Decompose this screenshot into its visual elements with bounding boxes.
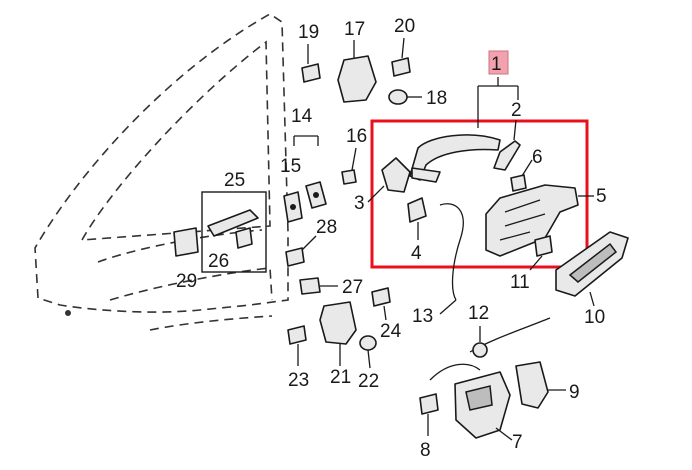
part-13-cable — [439, 203, 464, 301]
callout-28: 28 — [316, 217, 337, 238]
part-25-detail-box — [201, 191, 267, 273]
part-11-bolt — [534, 235, 553, 257]
callout-6: 6 — [532, 147, 543, 168]
part-5-handle-carrier — [485, 184, 579, 257]
callout-23: 23 — [288, 370, 309, 391]
part-8-bolt — [419, 393, 439, 415]
part-29-bracket — [173, 227, 199, 257]
part-1-outer-handle — [409, 134, 501, 181]
callout-25: 25 — [224, 170, 245, 191]
callout-1-badge — [488, 50, 509, 75]
callout-15: 15 — [280, 156, 301, 177]
callout-18: 18 — [426, 88, 447, 109]
part-4-lock-plate — [407, 197, 427, 223]
callout-29: 29 — [176, 271, 197, 292]
part-26-check-plate — [235, 227, 253, 249]
door-outline — [34, 13, 289, 331]
part-25-door-check — [207, 209, 259, 237]
callout-2: 2 — [511, 100, 522, 121]
callout-11: 11 — [510, 272, 530, 293]
callout-21: 21 — [330, 367, 351, 388]
part-19-bolt — [301, 63, 321, 83]
callout-9: 9 — [569, 382, 580, 403]
callout-16: 16 — [346, 126, 367, 147]
part-6-bolt — [510, 174, 527, 192]
callout-27: 27 — [342, 277, 363, 298]
part-27-bolt — [299, 277, 321, 295]
callout-22: 22 — [358, 371, 379, 392]
callout-1-bracket — [477, 77, 519, 128]
part-21-hinge — [319, 301, 357, 345]
assembly-highlight-frame — [370, 119, 589, 269]
callout-8: 8 — [420, 440, 431, 461]
callout-13: 13 — [412, 306, 433, 327]
part-22-cap — [359, 335, 377, 351]
part-9-lock-cover — [515, 361, 549, 409]
door-screw-hole — [65, 310, 71, 316]
callout-19: 19 — [298, 22, 319, 43]
callout-14: 14 — [291, 106, 313, 127]
callout-10: 10 — [584, 307, 605, 328]
part-3-handle-cap — [381, 157, 411, 193]
callout-3: 3 — [354, 193, 365, 214]
part-2-gasket — [493, 140, 521, 171]
callout-17: 17 — [344, 19, 365, 40]
callout-12: 12 — [468, 303, 489, 324]
callout-14-bracket — [293, 135, 319, 146]
callout-1: 1 — [491, 54, 502, 75]
callout-24: 24 — [380, 321, 402, 342]
callout-4: 4 — [411, 243, 422, 264]
part-23-bolt — [287, 325, 307, 345]
callout-5: 5 — [596, 186, 607, 207]
part-18-cap — [388, 89, 408, 105]
callout-26: 26 — [208, 251, 229, 272]
part-28-bolt — [285, 247, 305, 267]
part-24-bolt — [371, 287, 391, 307]
callout-20: 20 — [394, 16, 415, 37]
part-16-bolt — [341, 169, 357, 185]
callout-7: 7 — [512, 432, 523, 453]
part-20-bolt — [391, 57, 411, 77]
part-17-striker — [337, 55, 377, 103]
